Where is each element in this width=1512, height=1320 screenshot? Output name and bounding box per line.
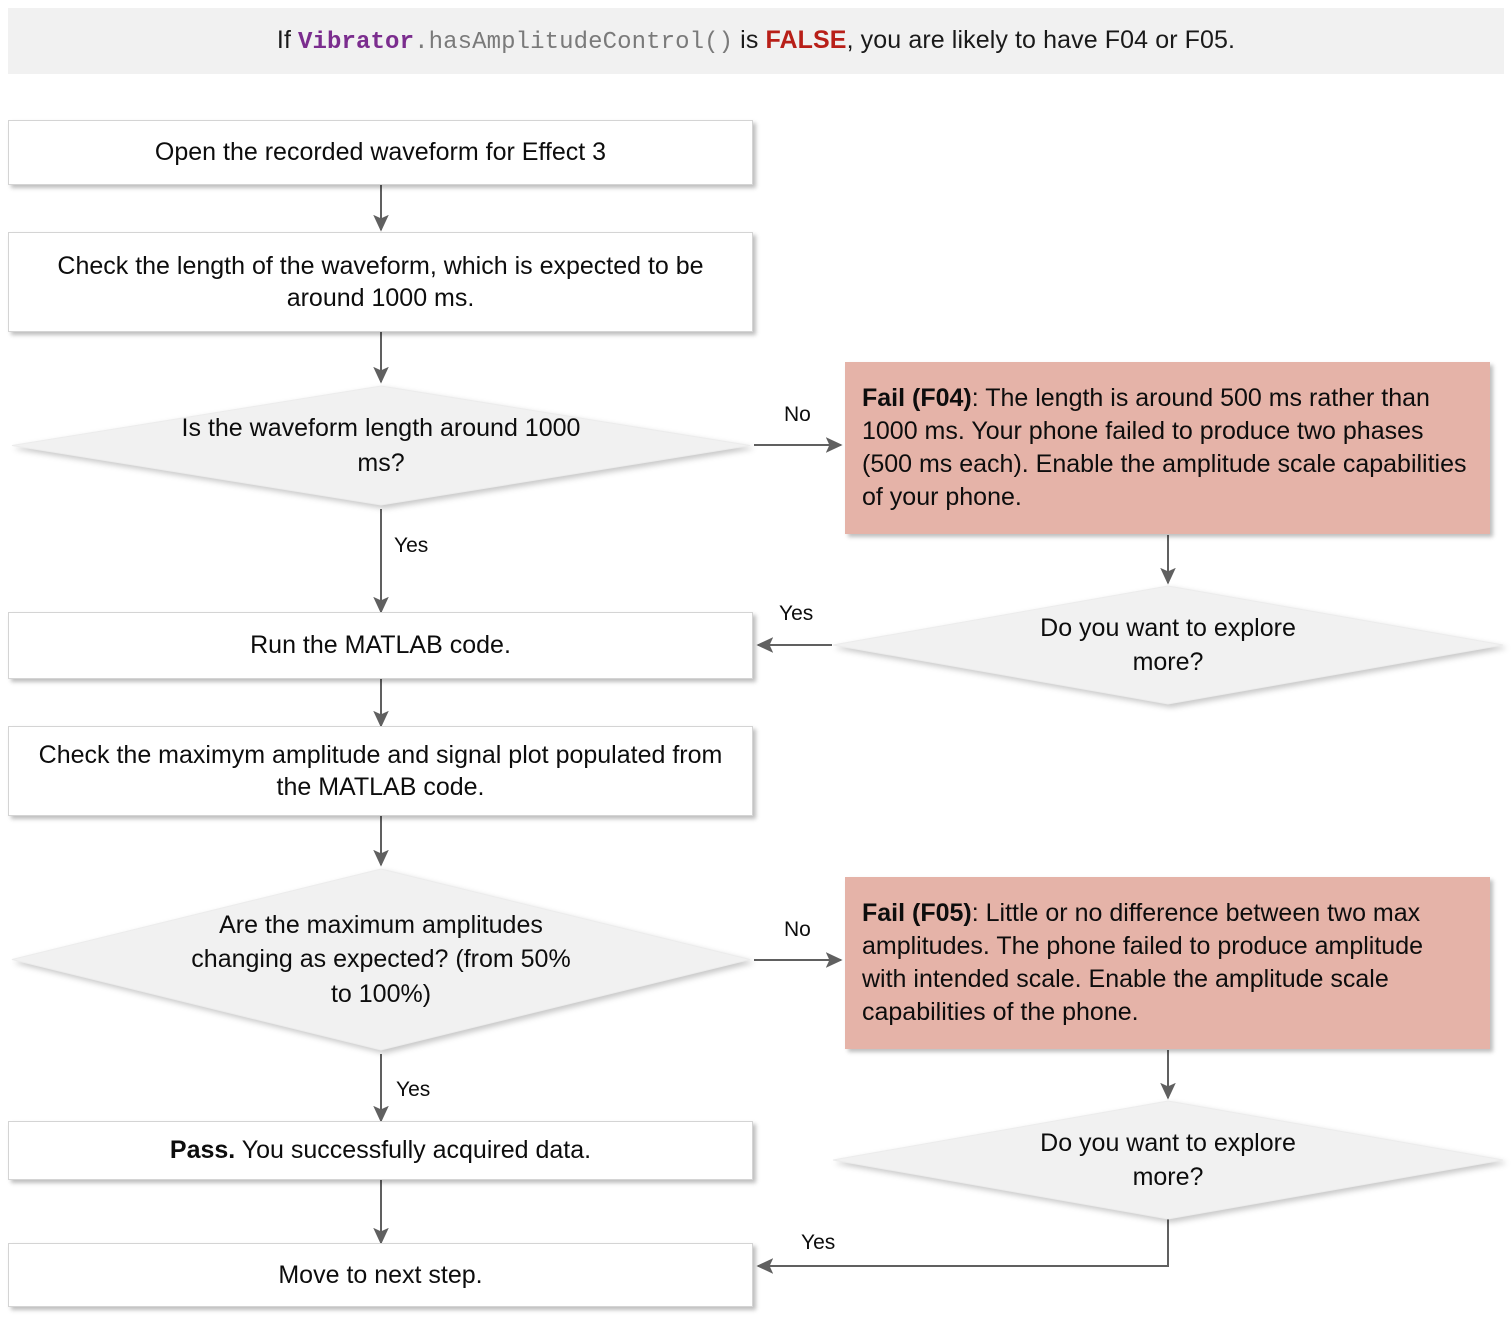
decide-length-shape xyxy=(11,385,751,506)
node-check-length-label: Check the length of the waveform, which … xyxy=(57,251,704,313)
header-banner: If Vibrator.hasAmplitudeControl() is FAL… xyxy=(8,8,1504,74)
edge-label-no-f05: No xyxy=(784,918,811,941)
node-check-length[interactable]: Check the length of the waveform, which … xyxy=(8,232,753,332)
node-fail-f05-bold: Fail (F05) xyxy=(862,898,972,927)
node-pass-bold: Pass. xyxy=(169,1136,236,1165)
node-decide-amplitude-label: Are the maximum amplitudes changing as e… xyxy=(191,910,571,1008)
node-check-amplitude[interactable]: Check the maximym amplitude and signal p… xyxy=(8,726,753,816)
header-mid: is xyxy=(733,26,766,54)
node-pass[interactable]: Pass. You successfully acquired data. xyxy=(8,1121,753,1180)
node-fail-f04-text: Fail (F04): The length is around 500 ms … xyxy=(862,382,1473,515)
node-move-next-label: Move to next step. xyxy=(278,1260,483,1289)
node-check-amplitude-label: Check the maximym amplitude and signal p… xyxy=(38,740,723,802)
node-explore-more-bottom-label: Do you want to explore more? xyxy=(1040,1128,1296,1192)
header-keyword-false: FALSE xyxy=(765,26,847,54)
edge-label-no-f04: No xyxy=(784,403,811,426)
node-explore-more-bottom[interactable]: Do you want to explore more? xyxy=(830,1098,1506,1222)
node-decide-length-label: Is the waveform length around 1000 ms? xyxy=(181,414,581,477)
node-fail-f05[interactable]: Fail (F05): Little or no difference betw… xyxy=(845,877,1490,1049)
header-prefix: If xyxy=(276,26,299,54)
node-fail-f04-bold: Fail (F04) xyxy=(862,383,972,412)
node-open-waveform[interactable]: Open the recorded waveform for Effect 3 xyxy=(8,120,753,185)
node-explore-more-top-label: Do you want to explore more? xyxy=(1040,613,1296,677)
node-open-waveform-label: Open the recorded waveform for Effect 3 xyxy=(154,138,607,167)
node-pass-label: Pass. You successfully acquired data. xyxy=(170,1134,591,1167)
node-explore-more-top[interactable]: Do you want to explore more? xyxy=(830,583,1506,707)
node-decide-amplitude[interactable]: Are the maximum amplitudes changing as e… xyxy=(8,865,754,1054)
header-suffix: , you are likely to have F04 or F05. xyxy=(846,26,1236,54)
node-run-matlab[interactable]: Run the MATLAB code. xyxy=(8,612,753,679)
edge-label-yes-amplitude: Yes xyxy=(396,1078,431,1101)
edge-label-yes-length: Yes xyxy=(394,534,429,557)
node-fail-f05-text: Fail (F05): Little or no difference betw… xyxy=(862,897,1473,1030)
edge-label-yes-explore-top: Yes xyxy=(779,602,814,625)
edge-label-yes-explore-bottom: Yes xyxy=(801,1231,836,1254)
node-decide-length[interactable]: Is the waveform length around 1000 ms? xyxy=(8,382,754,509)
code-method-hasamplitudecontrol: .hasAmplitudeControl() xyxy=(414,29,734,56)
node-fail-f05-rest: : Little or no difference between two ma… xyxy=(862,898,1424,1027)
decide-amplitude-shape xyxy=(11,868,751,1051)
node-run-matlab-label: Run the MATLAB code. xyxy=(250,631,511,660)
explore-more-bottom-shape xyxy=(832,1100,1504,1220)
node-pass-rest: You successfully acquired data. xyxy=(235,1136,592,1165)
code-class-vibrator: Vibrator xyxy=(298,29,415,56)
node-fail-f04-rest: : The length is around 500 ms rather tha… xyxy=(862,383,1467,512)
node-fail-f04[interactable]: Fail (F04): The length is around 500 ms … xyxy=(845,362,1490,534)
header-text: If Vibrator.hasAmplitudeControl() is FAL… xyxy=(277,26,1235,56)
explore-more-top-shape xyxy=(832,585,1504,705)
node-move-next[interactable]: Move to next step. xyxy=(8,1243,753,1307)
